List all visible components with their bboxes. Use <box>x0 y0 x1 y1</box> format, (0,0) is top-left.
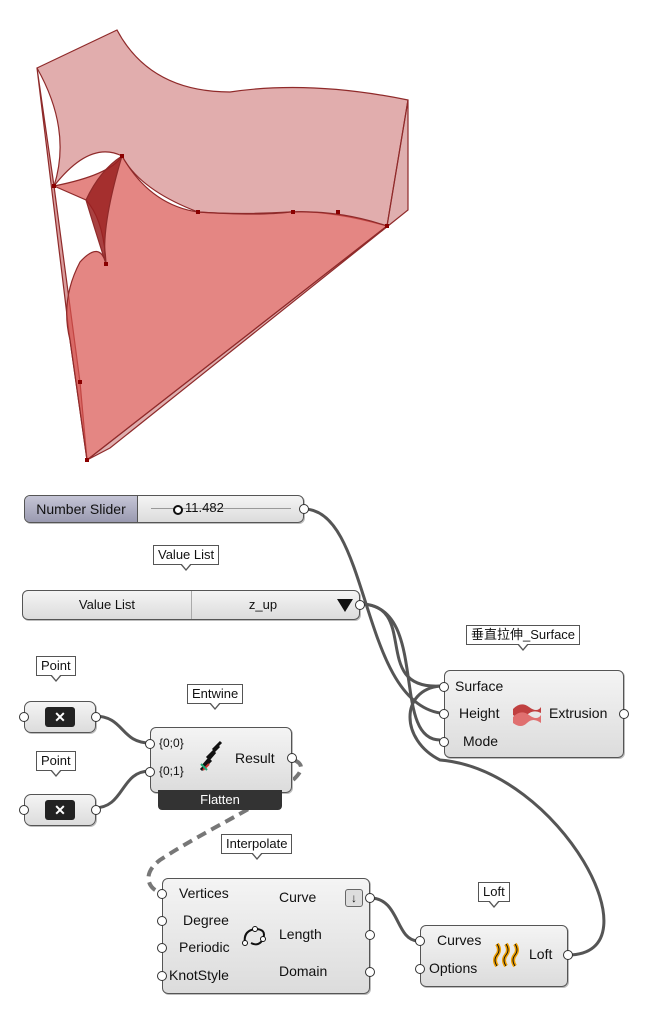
wire-valuelist-to-mode <box>359 602 441 742</box>
interpolate-input-periodic: Periodic <box>179 939 230 955</box>
extrusion-input-surface: Surface <box>455 678 504 694</box>
loft-icon <box>493 942 519 968</box>
interpolate-input-port-knotstyle[interactable] <box>157 971 167 981</box>
extrusion-output-label: Extrusion <box>549 705 608 721</box>
point1-output-port[interactable] <box>91 712 101 722</box>
flatten-flag[interactable]: Flatten <box>158 790 282 810</box>
wire-curve-to-loft <box>369 896 419 943</box>
point1-tag: Point <box>36 656 76 682</box>
control-points <box>52 154 389 462</box>
interpolate-output-port-length[interactable] <box>365 930 375 940</box>
value-list-output-port[interactable] <box>355 600 365 610</box>
entwine-output-port[interactable] <box>287 753 297 763</box>
interpolate-output-port-curve[interactable] <box>365 893 375 903</box>
loft-tag: Loft <box>478 882 510 908</box>
interpolate-input-port-vertices[interactable] <box>157 889 167 899</box>
entwine-tag: Entwine <box>187 684 244 710</box>
extrude-surface-icon <box>511 701 543 727</box>
wire-point1-to-entwine <box>93 714 151 745</box>
extruded-surface <box>36 29 409 462</box>
value-list-tag: Value List <box>153 545 220 571</box>
extrusion-input-port-height[interactable] <box>439 709 449 719</box>
loft-output-port[interactable] <box>563 950 573 960</box>
loft-output-label: Loft <box>529 946 553 962</box>
entwine-output-label: Result <box>235 750 275 766</box>
interpolate-input-degree: Degree <box>183 912 229 928</box>
loft-input-port-options[interactable] <box>415 964 425 974</box>
interpolate-input-port-degree[interactable] <box>157 916 167 926</box>
interpolate-input-port-periodic[interactable] <box>157 943 167 953</box>
extrusion-component[interactable]: Surface Height Mode Extrusion <box>439 670 629 758</box>
extrusion-input-height: Height <box>459 705 500 721</box>
point-param-icon: ✕ <box>45 707 75 727</box>
entwine-input-0: {0;0} <box>159 736 184 750</box>
value-list-name: Value List <box>23 591 192 619</box>
rhino-viewport[interactable] <box>0 0 646 480</box>
slider-track[interactable] <box>151 508 291 509</box>
point-param-icon: ✕ <box>45 800 75 820</box>
interpolate-curve-icon <box>241 923 269 951</box>
wire-point2-to-entwine <box>93 769 151 810</box>
extrusion-output-port[interactable] <box>619 709 629 719</box>
loft-input-options: Options <box>429 960 478 976</box>
point-param-2[interactable]: ✕ <box>19 794 101 826</box>
number-slider[interactable]: Number Slider 11.482 <box>24 495 309 523</box>
extrusion-input-mode: Mode <box>463 733 499 749</box>
loft-component[interactable]: Curves Options Loft <box>415 925 573 987</box>
entwine-icon <box>199 740 223 774</box>
entwine-input-port-0[interactable] <box>145 739 155 749</box>
loft-input-curves: Curves <box>437 932 482 948</box>
extrusion-input-port-surface[interactable] <box>439 682 449 692</box>
slider-output-port[interactable] <box>299 504 309 514</box>
slider-knob[interactable] <box>173 505 183 515</box>
wire-valuelist-to-surface <box>359 602 441 688</box>
value-list[interactable]: Value List z_up <box>22 590 365 620</box>
point-param-1[interactable]: ✕ <box>19 701 101 733</box>
point2-output-port[interactable] <box>91 805 101 815</box>
slider-name: Number Slider <box>25 496 138 522</box>
interpolate-tag: Interpolate <box>221 834 293 860</box>
point1-input-port[interactable] <box>19 712 29 722</box>
interpolate-output-curve: Curve <box>279 889 317 905</box>
interpolate-input-knotstyle: KnotStyle <box>169 967 229 983</box>
slider-value: 11.482 <box>185 500 224 515</box>
point2-tag: Point <box>36 751 76 777</box>
loft-input-port-curves[interactable] <box>415 936 425 946</box>
interpolate-component[interactable]: Vertices Degree Periodic KnotStyle Curve… <box>157 878 375 994</box>
entwine-input-port-1[interactable] <box>145 767 155 777</box>
interpolate-input-vertices: Vertices <box>179 885 229 901</box>
extrusion-tag: 垂直拉伸_Surface <box>466 625 581 651</box>
interpolate-output-port-domain[interactable] <box>365 967 375 977</box>
interpolate-output-length: Length <box>279 926 322 942</box>
value-list-selected[interactable]: z_up <box>248 597 278 612</box>
graft-down-icon[interactable]: ↓ <box>345 889 363 907</box>
interpolate-output-domain: Domain <box>279 963 328 979</box>
entwine-input-1: {0;1} <box>159 764 184 778</box>
dropdown-arrow-icon[interactable] <box>337 599 353 612</box>
entwine-component[interactable]: {0;0} {0;1} Result <box>145 727 297 793</box>
point2-input-port[interactable] <box>19 805 29 815</box>
extrusion-input-port-mode[interactable] <box>439 737 449 747</box>
